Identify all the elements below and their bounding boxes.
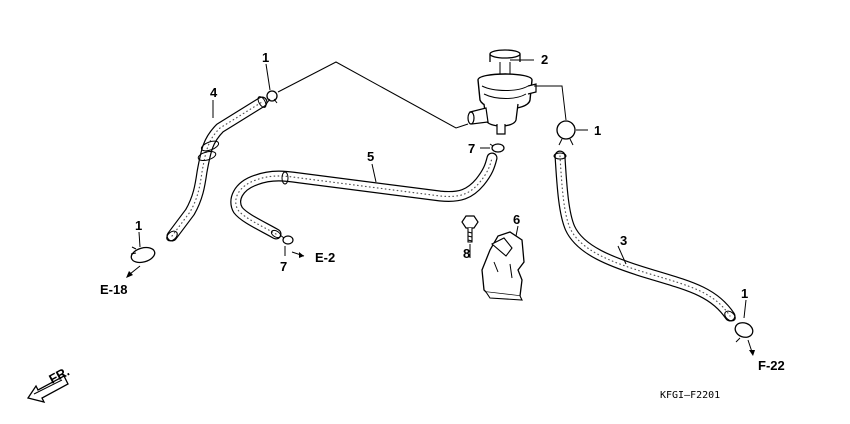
clamp-1-left [130,246,156,264]
air-suction-valve [467,49,537,135]
clamp-7-bottom [279,234,294,245]
label-2: 2 [541,52,548,67]
label-7-bottom: 7 [280,259,287,274]
label-1-right: 1 [594,123,601,138]
ref-f22: F-22 [758,358,785,373]
bolt-8 [461,215,479,243]
ref-e18: E-18 [100,282,127,297]
label-5: 5 [367,149,374,164]
drawing-code: KFGI—F2201 [660,390,720,401]
label-1-bottom: 1 [741,286,748,301]
clamp-1-right [556,120,576,146]
label-4: 4 [210,85,218,100]
clamp-1-top [266,90,278,104]
front-direction-arrow [26,375,69,403]
ref-e2: E-2 [315,250,335,265]
label-8: 8 [463,246,470,261]
label-1-top: 1 [262,50,269,65]
leader-valve [277,61,469,129]
clamp-1-bottom [734,322,754,343]
arrow-e18 [129,265,141,275]
label-6: 6 [513,212,520,227]
hose-4 [166,96,268,242]
label-1-left: 1 [135,218,142,233]
label-7-top: 7 [468,141,475,156]
hose-5 [230,152,498,240]
label-3: 3 [620,233,627,248]
bracket-6 [481,231,525,301]
clamp-7-top [489,143,505,153]
hose-3 [553,150,736,322]
